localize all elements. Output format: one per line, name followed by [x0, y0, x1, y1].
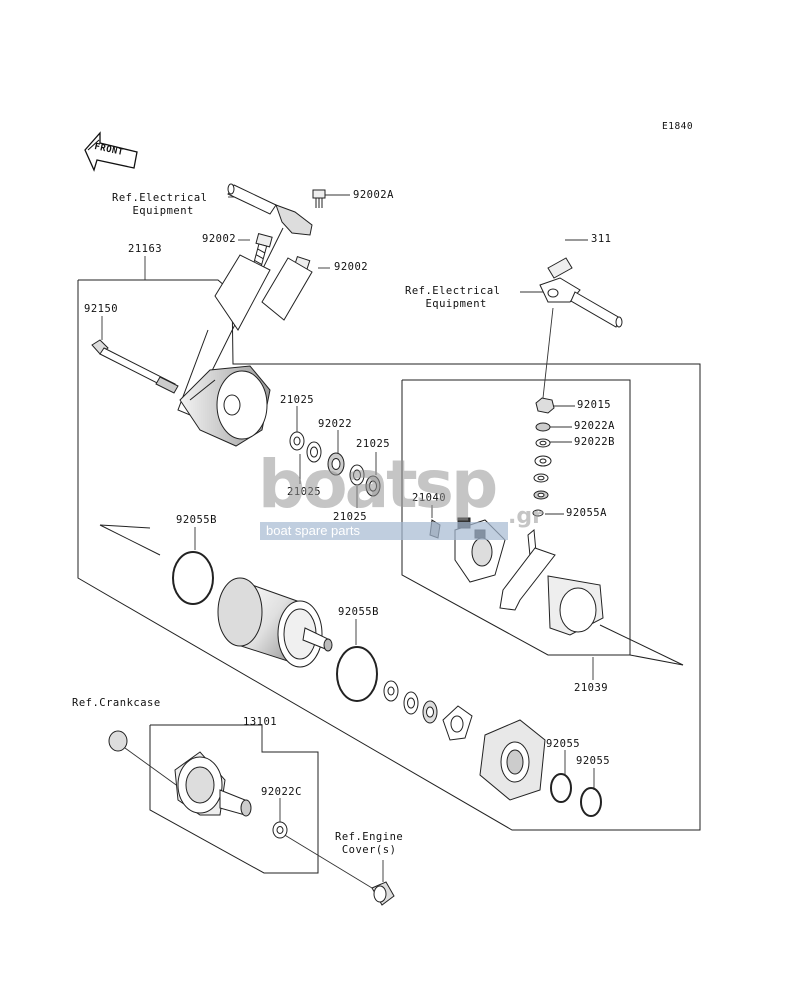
ref-electrical-equipment-right: Ref.Electrical Equipment — [405, 285, 501, 310]
engine-cover-bushing — [371, 881, 395, 906]
axis-line-left — [99, 524, 161, 556]
starter-clutch-13101 — [108, 730, 288, 839]
assembly-frame-main — [77, 279, 701, 831]
part-21025-a: 21025 — [280, 394, 315, 406]
part-21039: 21039 — [574, 682, 609, 694]
part-92022C: 92022C — [261, 786, 302, 798]
starter-cable-left — [177, 183, 313, 416]
ref-crankcase: Ref.Crankcase — [72, 697, 161, 709]
brush-plate-21039 — [499, 547, 604, 636]
o-ring-92055-a — [550, 773, 572, 803]
part-21025-b: 21025 — [356, 438, 391, 450]
part-21025-d: 21025 — [333, 511, 368, 523]
starter-cable-right — [539, 257, 623, 328]
ref-electrical-equipment-left: Ref.Electrical Equipment — [112, 192, 208, 217]
part-92002-b: 92002 — [334, 261, 369, 273]
o-ring-92055B-right — [336, 646, 378, 702]
starter-bracket-21163 — [179, 254, 313, 447]
bolt-92150 — [91, 339, 179, 394]
part-92150: 92150 — [84, 303, 119, 315]
part-92055A: 92055A — [566, 507, 607, 519]
starter-motor-body — [217, 577, 333, 668]
bolt-92002A — [312, 189, 326, 208]
axis-line-right — [599, 624, 684, 666]
part-21025-c: 21025 — [287, 486, 322, 498]
washer-stack-top — [289, 431, 381, 497]
part-92055B-left: 92055B — [176, 514, 217, 526]
part-21040: 21040 — [412, 492, 447, 504]
part-92022B: 92022B — [574, 436, 615, 448]
part-92055-a: 92055 — [546, 738, 581, 750]
starter-end-cover — [479, 719, 546, 801]
diagram-code: E1840 — [662, 121, 694, 132]
part-21163: 21163 — [128, 243, 163, 255]
terminal-hardware-stack — [532, 397, 555, 517]
part-92022A: 92022A — [574, 420, 615, 432]
part-92002-a: 92002 — [202, 233, 237, 245]
part-92002A: 92002A — [353, 189, 394, 201]
o-ring-92055B-left — [172, 551, 214, 605]
part-92015: 92015 — [577, 399, 612, 411]
ref-engine-cover: Ref.Engine Cover(s) — [335, 831, 404, 856]
part-92055-b: 92055 — [576, 755, 611, 767]
part-92055B-right: 92055B — [338, 606, 379, 618]
part-311: 311 — [591, 233, 612, 245]
part-13101: 13101 — [243, 716, 278, 728]
leader-lines — [101, 194, 595, 889]
assembly-frame-brush — [401, 379, 631, 656]
front-direction-arrow — [84, 131, 138, 172]
shaft-washers — [383, 680, 473, 741]
o-ring-92055-b — [580, 787, 602, 817]
part-92022: 92022 — [318, 418, 353, 430]
